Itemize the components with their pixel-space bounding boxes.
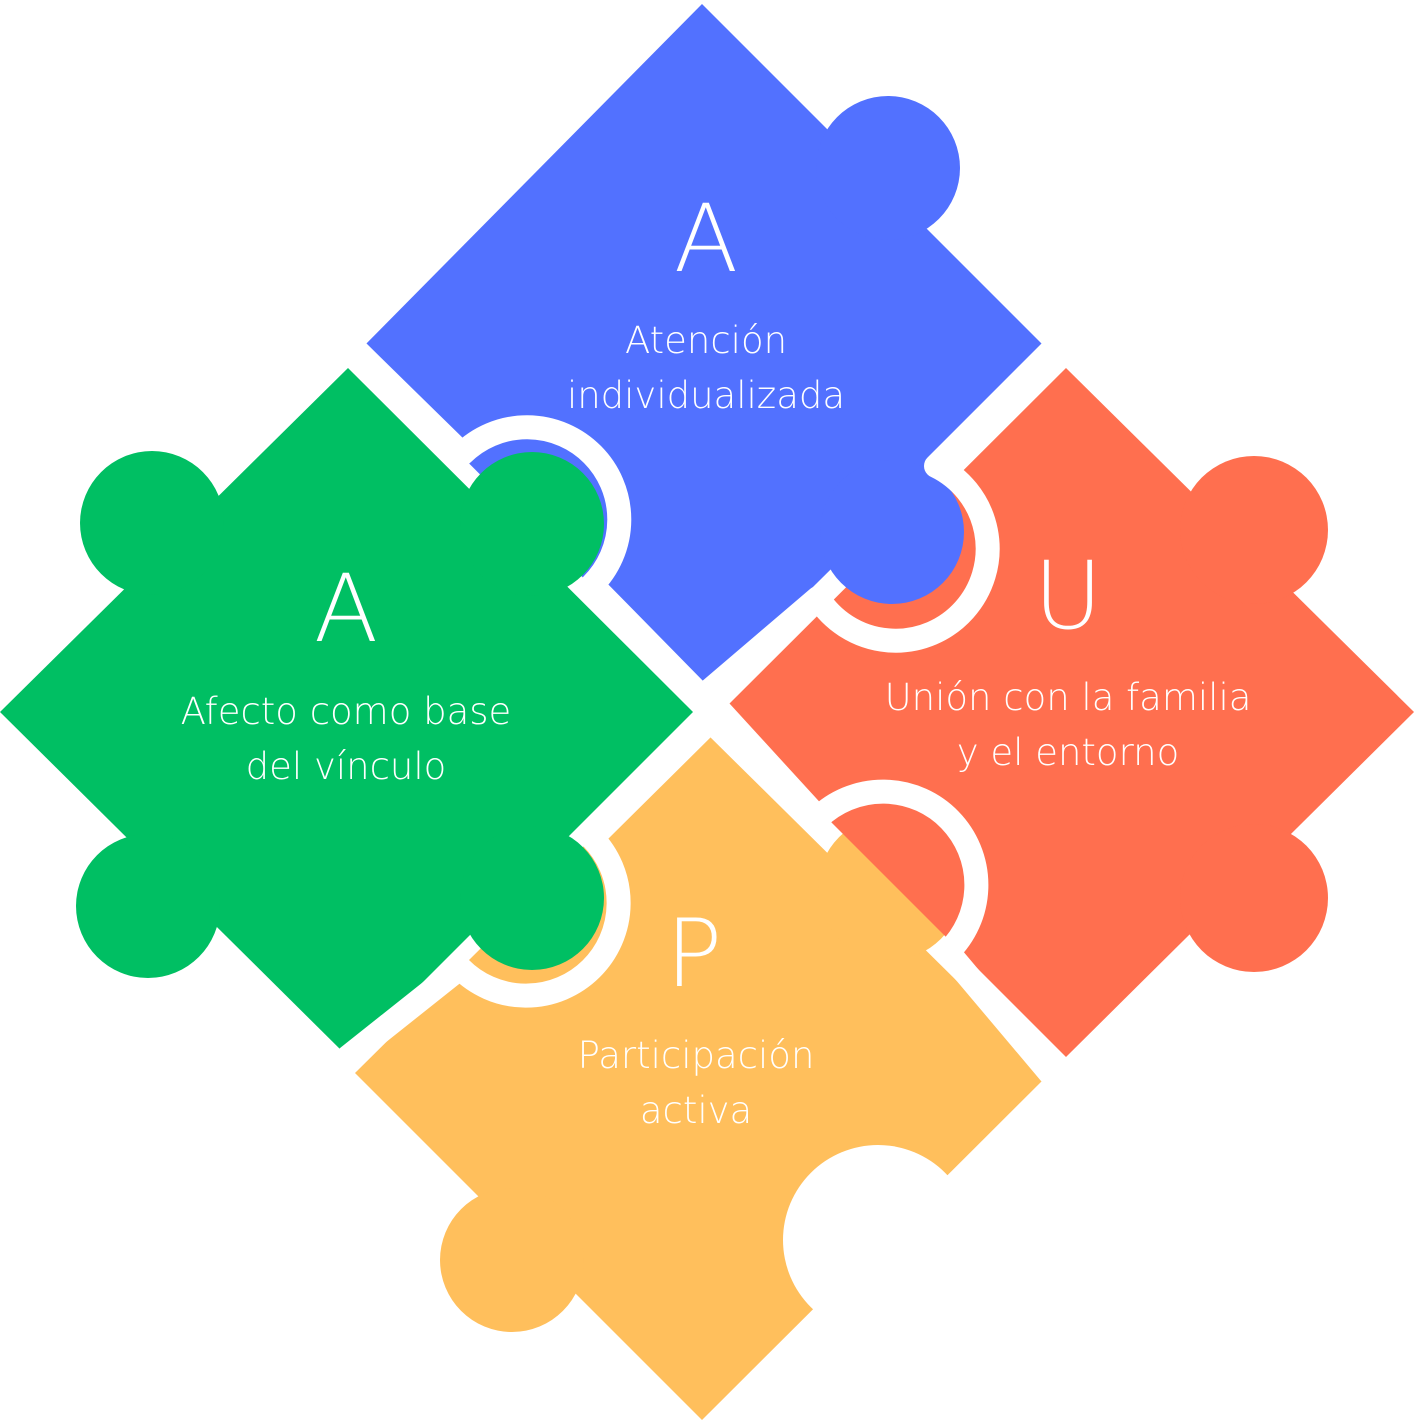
label-afecto-line-1: Afecto como base <box>180 690 512 733</box>
label-afecto-line-2: del vínculo <box>245 745 447 788</box>
puzzle-tab-afecto-top-left <box>80 451 224 595</box>
seam-bottom-left <box>336 717 714 1069</box>
label-atencion-line-2: individualizada <box>566 374 846 417</box>
puzzle-tab-atencion-bottom-right <box>820 460 964 604</box>
label-union-line-1: Unión con la familia <box>884 676 1252 719</box>
puzzle-tab-participacion-left <box>440 1188 584 1332</box>
puzzle-tab-afecto-bottom-left <box>76 834 220 978</box>
label-participacion-line-2: activa <box>639 1089 753 1132</box>
puzzle-seams <box>336 340 1062 1085</box>
seam-top-right <box>690 340 1062 709</box>
puzzle-notch-participacion-bottom <box>783 1145 973 1335</box>
seam-top-left <box>346 340 714 709</box>
letter-a-afecto: A <box>313 555 379 664</box>
letter-p-participacion: P <box>665 900 723 1009</box>
puzzle-tab-afecto-bottom-right <box>460 826 604 970</box>
label-union: Unión con la familia y el entorno <box>838 670 1298 780</box>
puzzle-tab-afecto-top-right <box>460 452 604 596</box>
seam-bottom-right <box>709 700 1062 1085</box>
label-union-line-2: y el entorno <box>956 731 1180 774</box>
label-atencion: Atención individualizada <box>476 313 936 423</box>
label-participacion-line-1: Participación <box>577 1034 815 1077</box>
letter-u-union: U <box>1033 542 1103 651</box>
puzzle-piece-afecto <box>0 368 693 1057</box>
letter-a-atencion: A <box>673 185 739 294</box>
label-atencion-line-1: Atención <box>624 319 788 362</box>
puzzle-tab-atencion-right <box>816 96 960 240</box>
label-afecto: Afecto como base del vínculo <box>116 684 576 794</box>
puzzle-tab-union-bottom-right <box>1180 824 1328 972</box>
puzzle-tab-union-top-right <box>1180 456 1328 604</box>
label-participacion: Participación activa <box>466 1028 926 1138</box>
